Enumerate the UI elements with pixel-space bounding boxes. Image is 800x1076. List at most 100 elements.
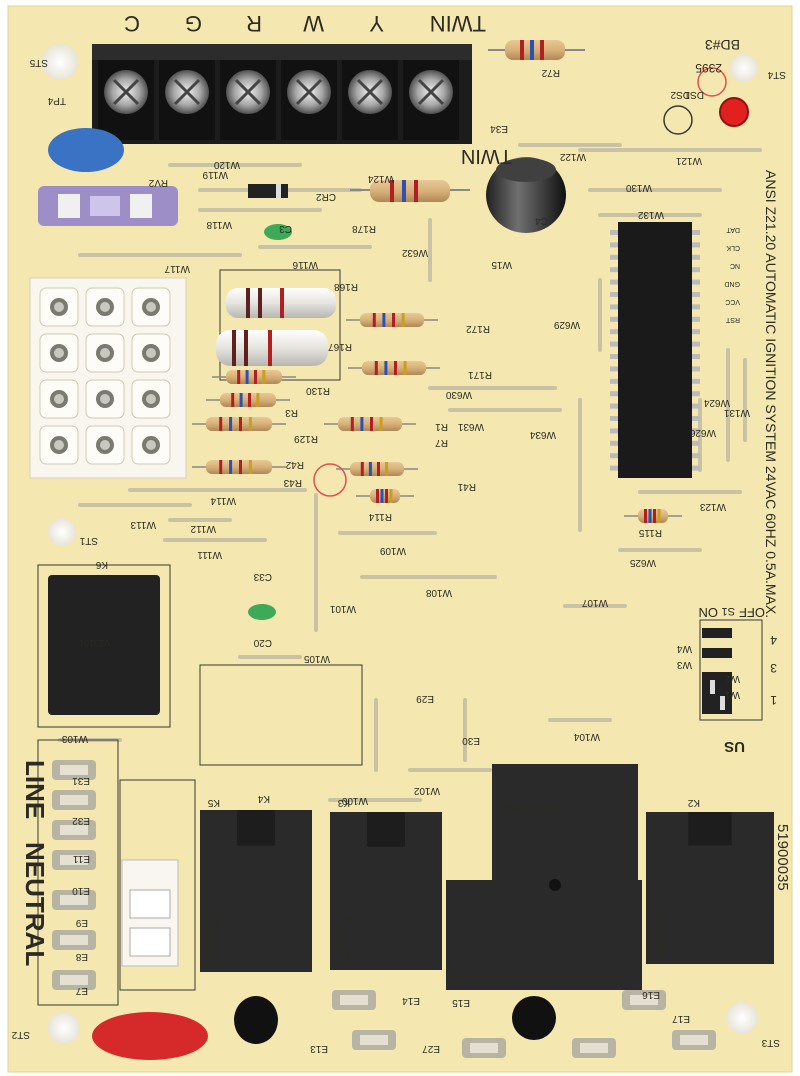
ref-designator: W108 — [425, 587, 452, 598]
diode-cr2 — [248, 184, 288, 198]
ref-designator: R129 — [294, 433, 318, 444]
ref-designator: E32 — [72, 815, 90, 826]
molex-connector — [29, 277, 187, 479]
ref-designator: W624 — [703, 397, 730, 408]
connector-pin — [85, 379, 125, 419]
ref-designator: C33 — [253, 571, 272, 582]
spade-terminal — [52, 760, 96, 780]
ref-designator: K4 — [257, 793, 270, 804]
neutral-label: NEUTRAL — [20, 842, 50, 966]
terminal-screw — [342, 60, 398, 140]
svg-text:YUHON: YUHON — [204, 927, 214, 960]
ref-designator: R168 — [334, 281, 358, 292]
terminal-screw — [98, 60, 154, 140]
ref-designator: R72 — [541, 67, 560, 78]
terminal-screw — [281, 60, 337, 140]
terminal-screw — [220, 60, 276, 140]
mounting-hole — [726, 1002, 758, 1034]
small-resistors — [192, 313, 682, 523]
resistor — [192, 460, 286, 474]
power-resistor — [226, 288, 336, 318]
led-ds2-footprint — [663, 105, 693, 135]
ref-designator: W111 — [197, 549, 222, 560]
ic-pin-label: DAT — [726, 226, 740, 233]
dip-on-label: ON — [699, 605, 719, 620]
dip-pos-3: 3 — [770, 661, 777, 675]
terminal-screw — [403, 60, 459, 140]
silkscreen-outlines — [37, 269, 763, 1006]
ref-designator: W122 — [559, 151, 586, 162]
ref-designator: E16 — [642, 989, 660, 1000]
blue-capacitor — [48, 128, 124, 172]
connector-pin — [39, 287, 79, 327]
ic-pin-label: NC — [730, 262, 740, 269]
relay-k1-rating: 40A 277VAC — [503, 803, 560, 814]
ref-designator: W124 — [367, 173, 394, 184]
svg-text:SH-118L2A: SH-118L2A — [658, 908, 668, 954]
ic-pin-label: VCC — [725, 298, 740, 305]
terminal-label: Y — [369, 11, 384, 36]
resistor — [324, 417, 416, 431]
green-capacitor — [264, 224, 292, 240]
connector-pin — [85, 333, 125, 373]
mounting-hole — [730, 54, 758, 82]
ref-designator: R130 — [306, 385, 330, 396]
spade-terminal — [52, 930, 96, 950]
ref-designator: W114 — [210, 495, 236, 506]
resistor-r178 — [350, 180, 470, 202]
ref-designator: R167 — [328, 341, 352, 352]
spade-terminal — [462, 1038, 506, 1058]
ref-designator: DS2 — [670, 89, 690, 100]
ref-designator: ST3 — [761, 1037, 780, 1048]
power-resistor — [216, 330, 328, 366]
terminal-label: R — [246, 11, 262, 36]
spade-terminal — [52, 970, 96, 990]
line-connector — [121, 859, 179, 967]
ref-designator: R3 — [285, 407, 298, 418]
led-ds1 — [719, 97, 749, 127]
mounting-hole — [48, 518, 76, 546]
resistor — [206, 393, 290, 407]
ref-designator: W629 — [553, 319, 580, 330]
terminal-label: G — [185, 11, 202, 36]
spade-terminal — [52, 790, 96, 810]
ref-designator: W2 — [725, 673, 740, 684]
ref-designator: W116 — [292, 259, 318, 270]
electrolytic-capacitor — [486, 157, 566, 233]
terminal-label: W — [303, 11, 324, 36]
ref-designator: W117 — [164, 263, 190, 274]
ul-mark — [697, 67, 727, 97]
ref-designator: R1 — [435, 421, 448, 432]
ref-designator: ST4 — [767, 69, 786, 80]
ic-pin-label: GND — [724, 280, 740, 287]
resistor — [624, 509, 682, 523]
dip-pos-4: 4 — [770, 633, 777, 647]
ref-designator: E10 — [72, 885, 90, 896]
ref-designator: W626 — [689, 427, 716, 438]
ref-designator: E27 — [422, 1043, 440, 1054]
ref-designator: W105 — [303, 653, 330, 664]
ic-pin-label: RST — [725, 316, 740, 323]
ref-designator: E14 — [402, 995, 420, 1006]
dip-labels: OFF ON S1 4 3 1 US — [699, 605, 778, 755]
connector-pin — [131, 379, 171, 419]
board-id-sub: 2395 — [695, 61, 722, 75]
ref-designator: C20 — [253, 637, 272, 648]
fuse-holder — [38, 186, 178, 226]
ref-designator: C3 — [279, 223, 292, 234]
twin-lower-label: TWIN — [461, 145, 512, 167]
ref-designator: W123 — [699, 501, 726, 512]
connector-pin — [85, 287, 125, 327]
ref-designator: R114 — [368, 511, 392, 522]
ref-designator: W113 — [130, 519, 156, 530]
terminal-label: C — [124, 11, 140, 36]
dip-switch — [702, 628, 732, 714]
connector-pin — [39, 333, 79, 373]
ref-designator: W634 — [529, 429, 556, 440]
ref-designator: W109 — [379, 545, 406, 556]
